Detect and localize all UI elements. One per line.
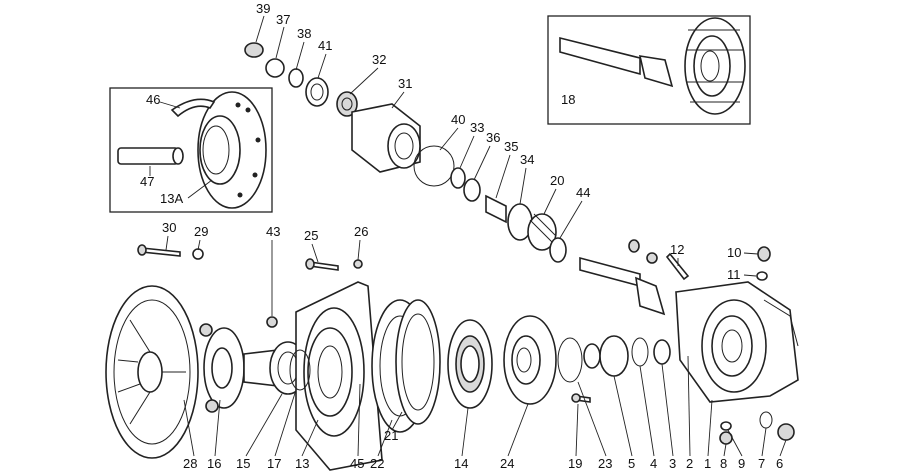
callout-1: 1: [704, 456, 711, 471]
callout-46: 46: [146, 92, 160, 107]
callout-15: 15: [236, 456, 250, 471]
callout-12: 12: [670, 242, 684, 257]
callout-3: 3: [669, 456, 676, 471]
main-lower-assembly: [105, 281, 799, 471]
callout-14: 14: [454, 456, 468, 471]
callout-29: 29: [194, 224, 208, 239]
callout-30: 30: [162, 220, 176, 235]
callout-8: 8: [720, 456, 727, 471]
callout-18: 18: [561, 92, 575, 107]
callout-13a: 13A: [160, 191, 183, 206]
fastener-parts-right: [756, 246, 771, 281]
callout-45: 45: [350, 456, 364, 471]
inset-box-13a: [109, 87, 273, 213]
callout-31: 31: [398, 76, 412, 91]
callout-13: 13: [295, 456, 309, 471]
callout-43: 43: [266, 224, 280, 239]
callout-36: 36: [486, 130, 500, 145]
callout-37: 37: [276, 12, 290, 27]
callout-26: 26: [354, 224, 368, 239]
callout-2: 2: [686, 456, 693, 471]
callout-6: 6: [776, 456, 783, 471]
callout-19: 19: [568, 456, 582, 471]
callout-11: 11: [727, 267, 741, 282]
callout-17: 17: [267, 456, 281, 471]
callout-7: 7: [758, 456, 765, 471]
callout-21: 21: [384, 428, 398, 443]
fastener-parts-left: [137, 244, 363, 328]
callout-28: 28: [183, 456, 197, 471]
callout-34: 34: [520, 152, 534, 167]
inset-box-18: [547, 15, 751, 125]
callout-23: 23: [598, 456, 612, 471]
callout-47: 47: [140, 174, 154, 189]
callout-4: 4: [650, 456, 657, 471]
callout-35: 35: [504, 139, 518, 154]
callout-10: 10: [727, 245, 741, 260]
callout-32: 32: [372, 52, 386, 67]
callout-40: 40: [451, 112, 465, 127]
callout-16: 16: [207, 456, 221, 471]
callout-33: 33: [470, 120, 484, 135]
callout-25: 25: [304, 228, 318, 243]
callout-5: 5: [628, 456, 635, 471]
callout-20: 20: [550, 173, 564, 188]
callout-9: 9: [738, 456, 745, 471]
callout-44: 44: [576, 185, 590, 200]
upper-shaft-parts: [244, 42, 690, 316]
callout-41: 41: [318, 38, 332, 53]
callout-22: 22: [370, 456, 384, 471]
callout-39: 39: [256, 1, 270, 16]
callout-24: 24: [500, 456, 514, 471]
callout-38: 38: [297, 26, 311, 41]
